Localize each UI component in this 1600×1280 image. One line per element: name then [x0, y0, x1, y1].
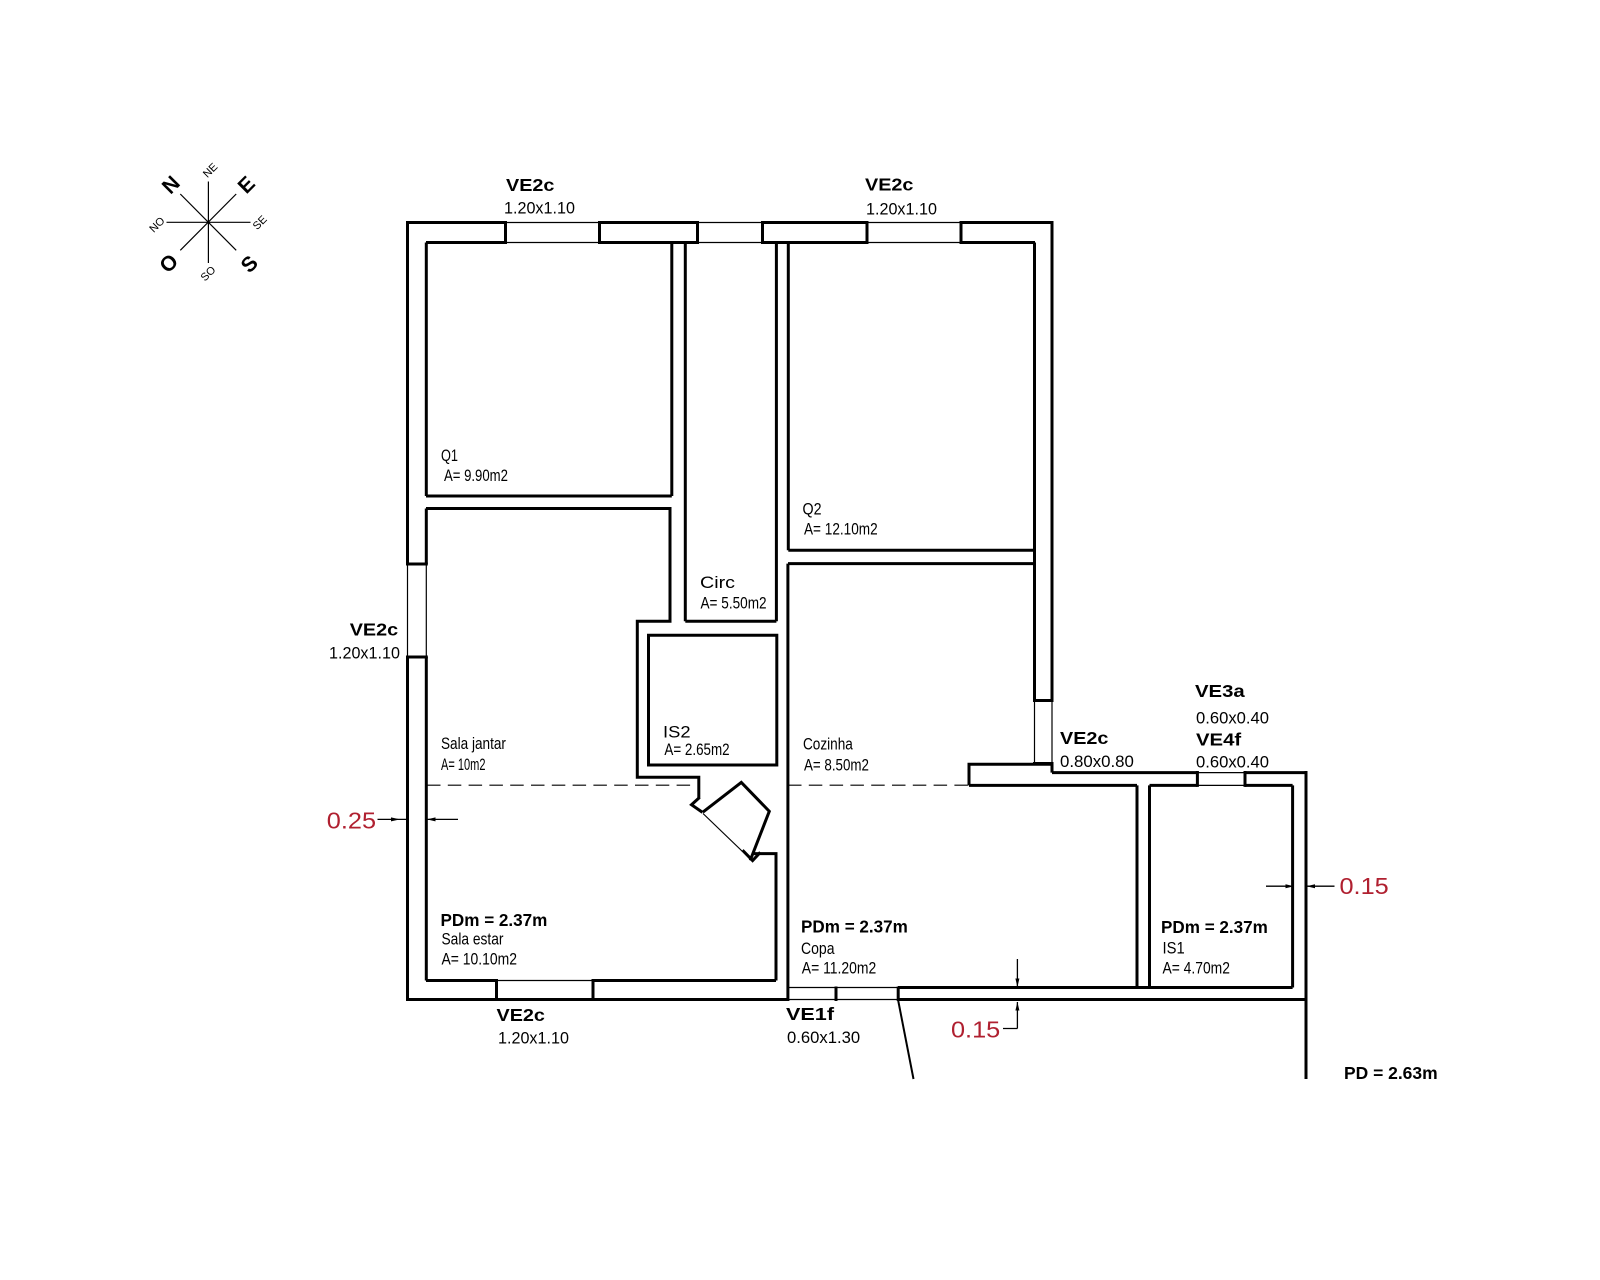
svg-text:A= 5.50m2: A= 5.50m2 — [701, 594, 767, 613]
svg-text:VE4f: VE4f — [1196, 730, 1242, 750]
svg-text:A= 11.20m2: A= 11.20m2 — [802, 959, 876, 978]
svg-text:1.20x1.10: 1.20x1.10 — [866, 199, 937, 218]
svg-text:1.20x1.10: 1.20x1.10 — [498, 1028, 569, 1047]
svg-text:A= 12.10m2: A= 12.10m2 — [804, 520, 878, 539]
svg-text:VE2c: VE2c — [865, 175, 913, 195]
svg-text:0.60x0.40: 0.60x0.40 — [1196, 753, 1269, 772]
svg-text:1.20x1.10: 1.20x1.10 — [329, 643, 400, 662]
svg-text:0.25: 0.25 — [327, 809, 376, 835]
svg-text:A= 10.10m2: A= 10.10m2 — [442, 950, 517, 969]
svg-text:PD = 2.63m: PD = 2.63m — [1344, 1063, 1438, 1083]
svg-text:0.60x1.30: 0.60x1.30 — [787, 1028, 860, 1047]
svg-text:Sala estar: Sala estar — [442, 930, 504, 949]
svg-text:VE2c: VE2c — [506, 176, 554, 196]
svg-text:Copa: Copa — [801, 940, 835, 959]
svg-text:VE2c: VE2c — [497, 1006, 545, 1026]
svg-text:A= 10m2: A= 10m2 — [441, 756, 486, 775]
svg-text:0.60x0.40: 0.60x0.40 — [1196, 709, 1269, 728]
svg-text:Sala jantar: Sala jantar — [441, 735, 506, 754]
svg-text:VE2c: VE2c — [1060, 729, 1108, 749]
svg-text:A= 9.90m2: A= 9.90m2 — [444, 467, 508, 486]
svg-text:VE1f: VE1f — [786, 1005, 834, 1025]
svg-text:Q1: Q1 — [441, 446, 458, 465]
svg-text:0.15: 0.15 — [951, 1018, 1000, 1044]
svg-text:0.15: 0.15 — [1340, 874, 1389, 900]
svg-text:A= 8.50m2: A= 8.50m2 — [804, 756, 869, 775]
svg-text:0.80x0.80: 0.80x0.80 — [1060, 752, 1134, 771]
svg-text:IS1: IS1 — [1163, 940, 1185, 958]
svg-text:IS2: IS2 — [663, 722, 691, 741]
svg-text:1.20x1.10: 1.20x1.10 — [504, 198, 575, 217]
svg-text:A= 2.65m2: A= 2.65m2 — [664, 741, 729, 760]
svg-text:Cozinha: Cozinha — [803, 735, 853, 754]
svg-text:VE3a: VE3a — [1195, 682, 1245, 702]
svg-text:Q2: Q2 — [803, 501, 822, 519]
svg-text:PDm = 2.37m: PDm = 2.37m — [441, 910, 548, 931]
svg-text:VE2c: VE2c — [350, 620, 398, 640]
svg-text:PDm = 2.37m: PDm = 2.37m — [801, 916, 908, 937]
svg-text:A= 4.70m2: A= 4.70m2 — [1163, 959, 1230, 978]
svg-text:PDm = 2.37m: PDm = 2.37m — [1161, 916, 1268, 937]
svg-text:Circ: Circ — [700, 573, 735, 592]
